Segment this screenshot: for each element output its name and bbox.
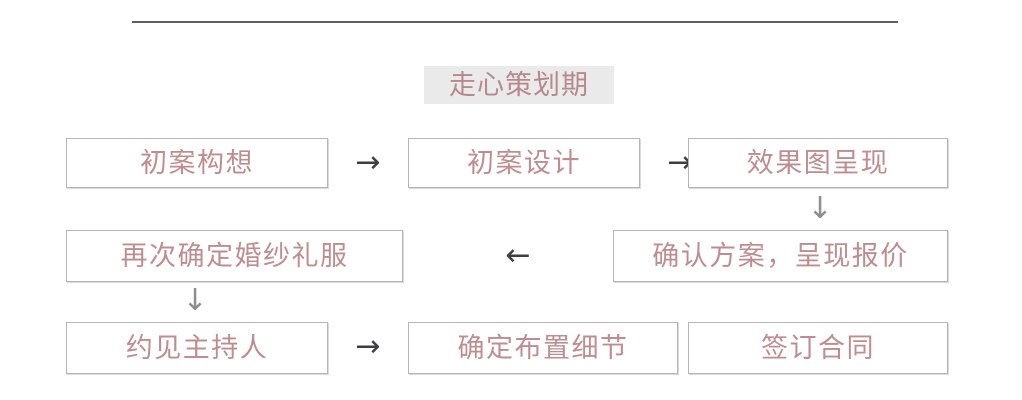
page-title: 走心策划期 bbox=[449, 69, 589, 101]
arrow-left-icon: ← bbox=[505, 238, 531, 273]
flow-node-qianding-hetong[interactable]: 签订合同 bbox=[688, 322, 948, 374]
top-divider-rule bbox=[132, 21, 898, 23]
flow-node-queren-fangan-baojia[interactable]: 确认方案，呈现报价 bbox=[613, 230, 948, 282]
flow-node-yuejian-zhuchiren[interactable]: 约见主持人 bbox=[66, 322, 328, 374]
arrow-right-icon: → bbox=[355, 145, 381, 180]
flow-node-label: 再次确定婚纱礼服 bbox=[120, 240, 349, 272]
flow-node-label: 初案构想 bbox=[140, 147, 254, 179]
flow-node-xiaoguotu-chengxian[interactable]: 效果图呈现 bbox=[688, 138, 948, 188]
arrow-right-icon: → bbox=[355, 329, 381, 364]
arrow-down-icon: ↓ bbox=[182, 283, 208, 318]
flow-node-label: 签订合同 bbox=[761, 332, 875, 364]
flow-node-label: 确定布置细节 bbox=[457, 332, 629, 364]
arrow-down-icon: ↓ bbox=[807, 191, 833, 226]
flow-node-chuan-gouxiang[interactable]: 初案构想 bbox=[66, 138, 328, 188]
flow-node-label: 约见主持人 bbox=[125, 332, 269, 364]
flow-node-label: 确认方案，呈现报价 bbox=[652, 240, 909, 272]
flow-node-queding-buzhi-xijie[interactable]: 确定布置细节 bbox=[408, 322, 678, 374]
flow-node-chuan-sheji[interactable]: 初案设计 bbox=[408, 138, 640, 188]
section-title-banner: 走心策划期 bbox=[424, 66, 614, 104]
flow-node-zaici-queding-hunsha-lifu[interactable]: 再次确定婚纱礼服 bbox=[66, 230, 403, 282]
flow-node-label: 初案设计 bbox=[467, 147, 581, 179]
flow-node-label: 效果图呈现 bbox=[746, 147, 890, 179]
